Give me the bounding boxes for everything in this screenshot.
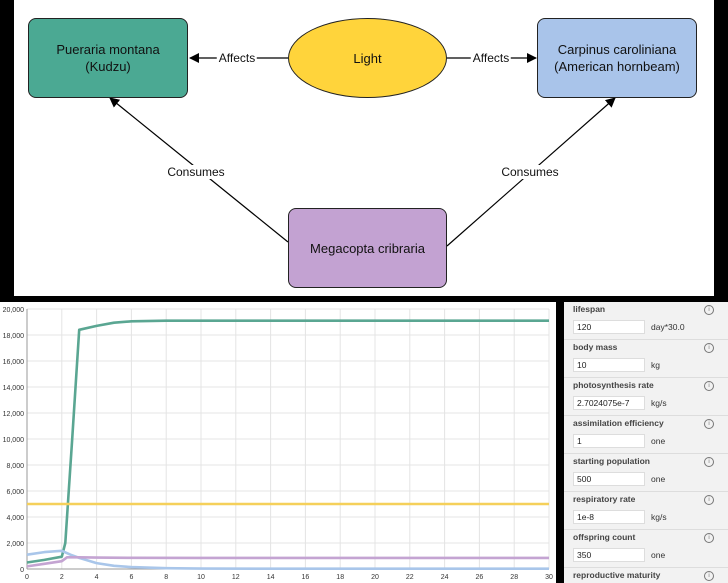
y-tick-label: 12,000 — [3, 411, 25, 418]
series-line-1 — [26, 319, 549, 564]
food-web-diagram: Pueraria montana (Kudzu) Light Carpinus … — [14, 0, 714, 296]
y-tick-label: 14,000 — [3, 385, 25, 392]
offspring-count-input[interactable] — [573, 548, 645, 562]
chart-svg: 0 2,000 4,000 6,000 8,000 10,000 12,000 14,000 1… — [3, 307, 553, 581]
param-label: respiratory rate — [573, 494, 636, 504]
y-tick-label: 0 — [20, 567, 24, 574]
lifespan-input[interactable] — [573, 320, 645, 334]
info-icon[interactable]: i — [704, 381, 714, 391]
x-tick-label: 30 — [545, 574, 553, 581]
param-unit: one — [651, 436, 666, 446]
x-tick-label: 6 — [129, 574, 133, 581]
parameter-panel: lifespan i day*30.0 body mass i kg photosynthe… — [564, 302, 728, 583]
x-tick-label: 10 — [197, 574, 205, 581]
y-tick-label: 18,000 — [3, 333, 25, 340]
series-line-3 — [26, 549, 549, 571]
param-label: assimilation efficiency — [573, 418, 664, 428]
param-unit: day*30.0 — [651, 322, 685, 332]
x-tick-label: 16 — [302, 574, 310, 581]
param-label: reproductive maturity — [573, 570, 661, 580]
x-tick-label: 4 — [95, 574, 99, 581]
param-label: offspring count — [573, 532, 636, 542]
x-tick-label: 18 — [336, 574, 344, 581]
param-unit: kg/s — [651, 398, 667, 408]
x-tick-label: 22 — [406, 574, 414, 581]
x-tick-label: 14 — [267, 574, 275, 581]
param-body-mass: body mass i kg — [564, 340, 728, 378]
node-hornbeam[interactable]: Carpinus caroliniana (American hornbeam) — [537, 18, 697, 98]
info-icon[interactable]: i — [704, 305, 714, 315]
y-tick-label: 8,000 — [6, 463, 24, 470]
x-tick-label: 0 — [25, 574, 29, 581]
node-light[interactable]: Light — [288, 18, 447, 98]
x-tick-label: 2 — [60, 574, 64, 581]
info-icon[interactable]: i — [704, 457, 714, 467]
series-line-4 — [26, 556, 549, 568]
param-label: lifespan — [573, 304, 606, 314]
edge-label-consumes-right: Consumes — [499, 165, 561, 179]
y-tick-label: 2,000 — [6, 541, 24, 548]
param-unit: one — [651, 550, 666, 560]
param-offspring-count: offspring count i one — [564, 530, 728, 568]
param-starting-population: starting population i one — [564, 454, 728, 492]
x-tick-label: 20 — [371, 574, 379, 581]
param-input-row: one — [573, 434, 722, 448]
info-icon[interactable]: i — [704, 419, 714, 429]
starting-population-input[interactable] — [573, 472, 645, 486]
info-icon[interactable]: i — [704, 343, 714, 353]
param-unit: kg/s — [651, 512, 667, 522]
y-tick-label: 6,000 — [6, 489, 24, 496]
y-tick-label: 4,000 — [6, 515, 24, 522]
y-tick-label: 16,000 — [3, 359, 25, 366]
x-tick-label: 26 — [476, 574, 484, 581]
param-input-row: kg — [573, 358, 722, 372]
param-lifespan: lifespan i day*30.0 — [564, 302, 728, 340]
x-tick-label: 28 — [510, 574, 518, 581]
edge-label-affects-left: Affects — [216, 51, 258, 65]
param-unit: one — [651, 474, 666, 484]
photosynthesis-rate-input[interactable] — [573, 396, 645, 410]
x-tick-label: 12 — [232, 574, 240, 581]
y-tick-label: 20,000 — [3, 307, 25, 314]
info-icon[interactable]: i — [704, 495, 714, 505]
param-label: body mass — [573, 342, 618, 352]
body-mass-input[interactable] — [573, 358, 645, 372]
param-label: photosynthesis rate — [573, 380, 654, 390]
respiratory-rate-input[interactable] — [573, 510, 645, 524]
param-input-row: kg/s — [573, 510, 722, 524]
x-tick-label: 8 — [164, 574, 168, 581]
node-megacopta[interactable]: Megacopta cribraria — [288, 208, 447, 288]
param-input-row: one — [573, 472, 722, 486]
param-label: starting population — [573, 456, 650, 466]
node-kudzu[interactable]: Pueraria montana (Kudzu) — [28, 18, 188, 98]
x-tick-label: 24 — [441, 574, 449, 581]
assimilation-efficiency-input[interactable] — [573, 434, 645, 448]
param-unit: kg — [651, 360, 660, 370]
param-photosynthesis-rate: photosynthesis rate i kg/s — [564, 378, 728, 416]
param-respiratory-rate: respiratory rate i kg/s — [564, 492, 728, 530]
y-tick-label: 10,000 — [3, 437, 25, 444]
param-input-row: one — [573, 548, 722, 562]
info-icon[interactable]: i — [704, 533, 714, 543]
param-assimilation-efficiency: assimilation efficiency i one — [564, 416, 728, 454]
edge-label-affects-right: Affects — [470, 51, 512, 65]
param-input-row: kg/s — [573, 396, 722, 410]
param-reproductive-maturity: reproductive maturity i — [564, 568, 728, 583]
population-chart: 0 2,000 4,000 6,000 8,000 10,000 12,000 14,000 1… — [0, 302, 556, 583]
param-input-row: day*30.0 — [573, 320, 722, 334]
edge-label-consumes-left: Consumes — [165, 165, 227, 179]
info-icon[interactable]: i — [704, 571, 714, 581]
